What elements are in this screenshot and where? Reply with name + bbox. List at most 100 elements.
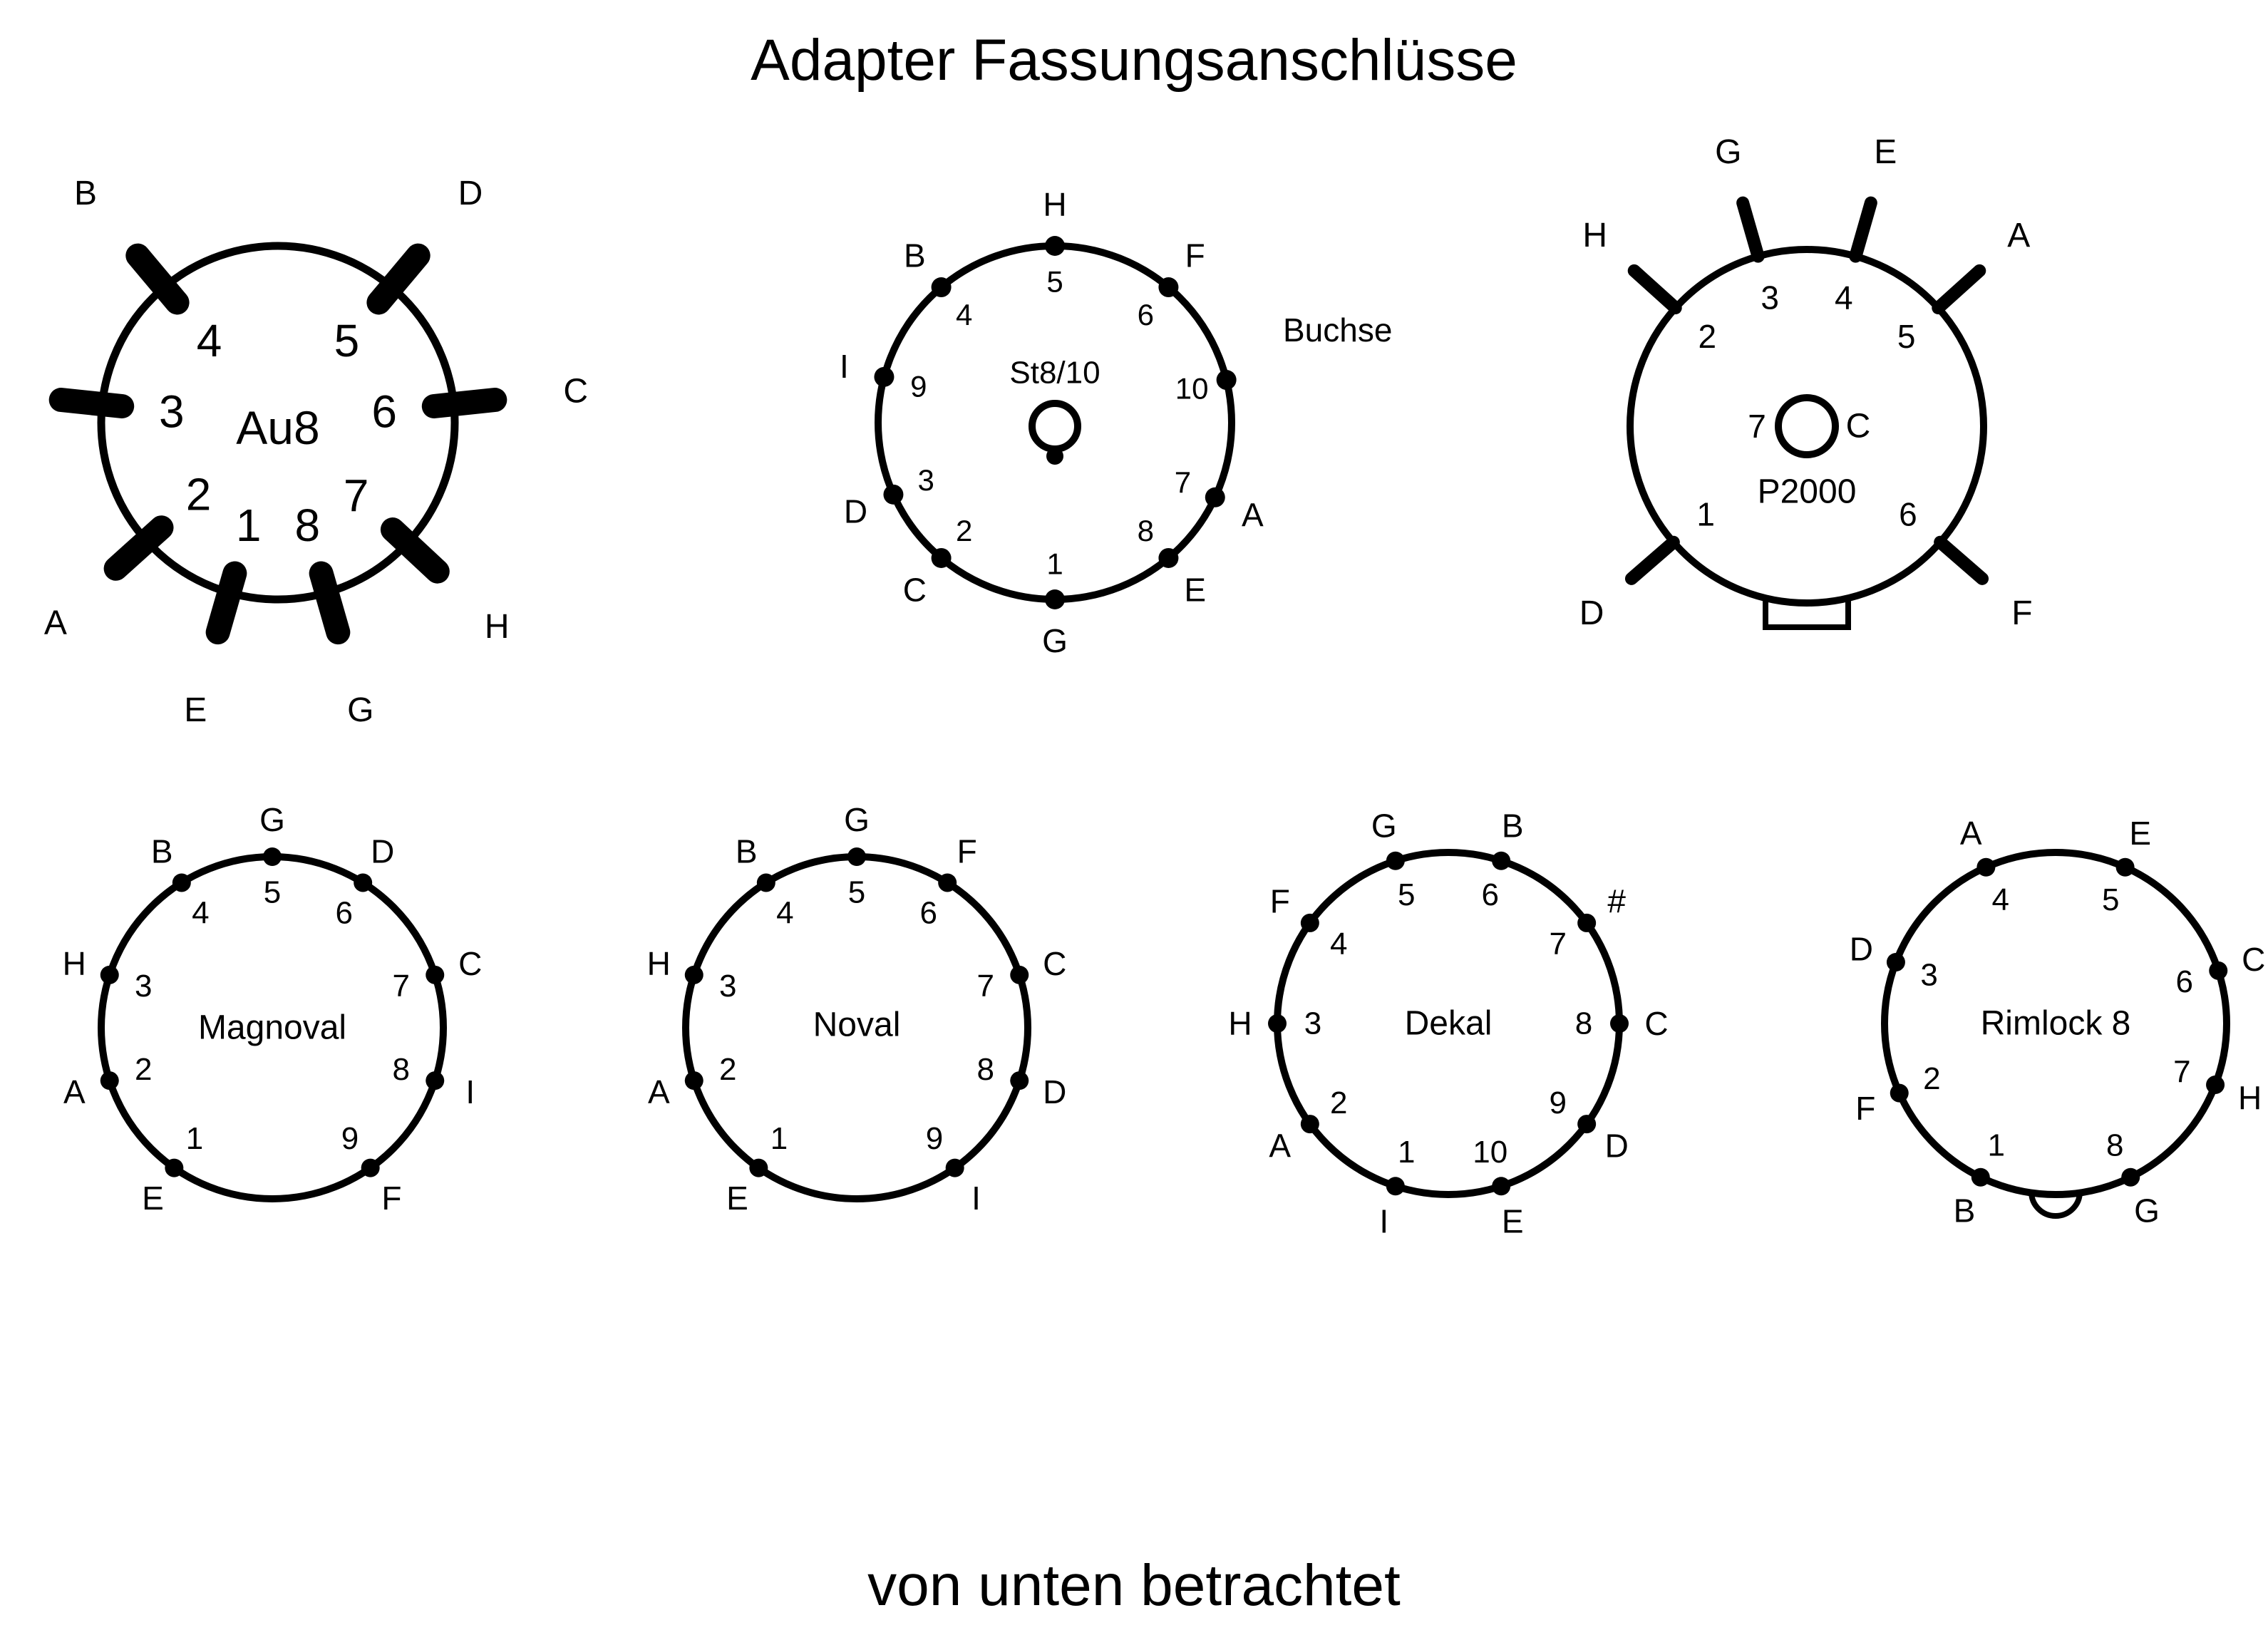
pin-9: 9F [341, 1121, 402, 1217]
page-footer: von unten betrachtet [867, 1553, 1401, 1618]
pin-dot [684, 965, 703, 984]
pin-letter: G [1042, 622, 1068, 659]
pin-7: 7C [976, 945, 1066, 1004]
pin-dot [1010, 1071, 1029, 1090]
pin-number: 1 [1046, 547, 1063, 581]
pin-dot [426, 965, 445, 984]
pin-10: 10 [1175, 370, 1237, 406]
pin-2: 2A [44, 468, 211, 641]
socket-name: P2000 [1758, 473, 1857, 511]
pin-letter: C [2242, 941, 2265, 978]
pin-number: 6 [1899, 495, 1917, 532]
pin-dot [2115, 857, 2135, 877]
pin-letter: H [1582, 217, 1607, 254]
pin-dot [1045, 589, 1065, 609]
pin-dot [100, 965, 119, 984]
pin-dot [172, 873, 191, 892]
socket-name: Dekal [1405, 1005, 1493, 1043]
pin-number: 7 [976, 969, 994, 1004]
pin-letter: H [1228, 1005, 1252, 1042]
pin-letter: D [844, 493, 867, 530]
pin-letter: H [647, 945, 671, 982]
pin-number: 1 [186, 1121, 203, 1156]
pin-7: 7H [2173, 1055, 2262, 1117]
pin-dot [1158, 547, 1179, 568]
pin-number: 1 [1987, 1128, 2004, 1162]
pin-1: 1G [1042, 547, 1068, 660]
socket-outline [97, 242, 459, 604]
pin-9: 9D [1549, 1086, 1628, 1164]
pin-number: 6 [919, 895, 937, 930]
pin-1: 1E [184, 500, 261, 729]
pin-letter: G [1715, 133, 1741, 171]
pin-7: 7A [1175, 465, 1264, 533]
pin-dot [263, 847, 282, 866]
pin-blade [125, 243, 190, 315]
pin-letter: D [371, 832, 394, 870]
pin-number: 5 [2102, 882, 2119, 917]
pin-letter: A [44, 604, 67, 642]
pin-dot [938, 873, 957, 892]
pin-3: 3H [647, 945, 737, 1004]
pin-4: 4B [74, 175, 222, 366]
pin-2: 2F [1855, 1061, 1940, 1127]
pin-rod [1624, 535, 1680, 585]
pin-number: 3 [719, 969, 736, 1004]
pin-number: 10 [1473, 1135, 1507, 1170]
pin-6: 6F [1899, 495, 2032, 632]
pin-3: 3F [48, 386, 185, 437]
pin-letter: I [840, 348, 849, 385]
pin-4: 4F [1270, 882, 1348, 961]
pin-5: 5G [259, 801, 285, 910]
pin-letter: E [142, 1180, 164, 1217]
pin-number: 7 [344, 470, 369, 521]
pin-letter: D [1605, 1128, 1629, 1165]
pin-dot [354, 873, 373, 892]
pin-dot [1268, 1014, 1287, 1033]
pin-9: 9I [926, 1121, 981, 1217]
pin-dot [1216, 370, 1237, 391]
pin-number: 4 [776, 895, 793, 930]
pin-letter: H [1043, 186, 1066, 223]
pin-letter: I [971, 1180, 981, 1217]
pin-letter: G [347, 691, 373, 729]
pin-7: 7# [1549, 882, 1626, 961]
pin-number: 6 [1138, 298, 1154, 331]
pin-2: 2A [648, 1052, 737, 1110]
pin-8: 8G [2106, 1128, 2160, 1229]
pin-4: 4B [904, 237, 972, 331]
pin-8: 8G [295, 500, 374, 729]
pin-letter: I [1379, 1203, 1388, 1240]
pin-6: 6B [1481, 807, 1523, 912]
center-ring [1029, 400, 1081, 453]
pin-number: 2 [186, 468, 212, 520]
pin-number: 5 [1046, 265, 1063, 299]
pin-1: 1D [1579, 495, 1715, 632]
pin-number: 3 [1304, 1006, 1321, 1041]
pin-number: 7 [1549, 927, 1566, 961]
pin-number: 2 [956, 514, 972, 547]
pin-7: 7C [392, 945, 482, 1004]
pin-rod [1932, 264, 1986, 315]
pin-dot [945, 1158, 964, 1177]
pin-dot [1971, 1167, 1990, 1187]
socket-name: St8/10 [1009, 356, 1100, 391]
pin-dot [684, 1071, 703, 1090]
pin-dot [1158, 277, 1179, 298]
pin-number: 1 [236, 500, 262, 551]
pin-dot [756, 873, 775, 892]
pin-letter: E [2129, 815, 2151, 852]
pin-blade [205, 561, 247, 645]
pin-2: 2A [1269, 1086, 1347, 1164]
pin-1: 1I [1379, 1135, 1415, 1240]
pin-dot [1010, 965, 1029, 984]
pin-number: 10 [1175, 372, 1209, 406]
pin-dot [2121, 1167, 2140, 1187]
pin-number: 8 [2106, 1128, 2123, 1162]
pin-letter: C [1043, 945, 1066, 982]
socket-note: Buchse [1283, 311, 1392, 349]
